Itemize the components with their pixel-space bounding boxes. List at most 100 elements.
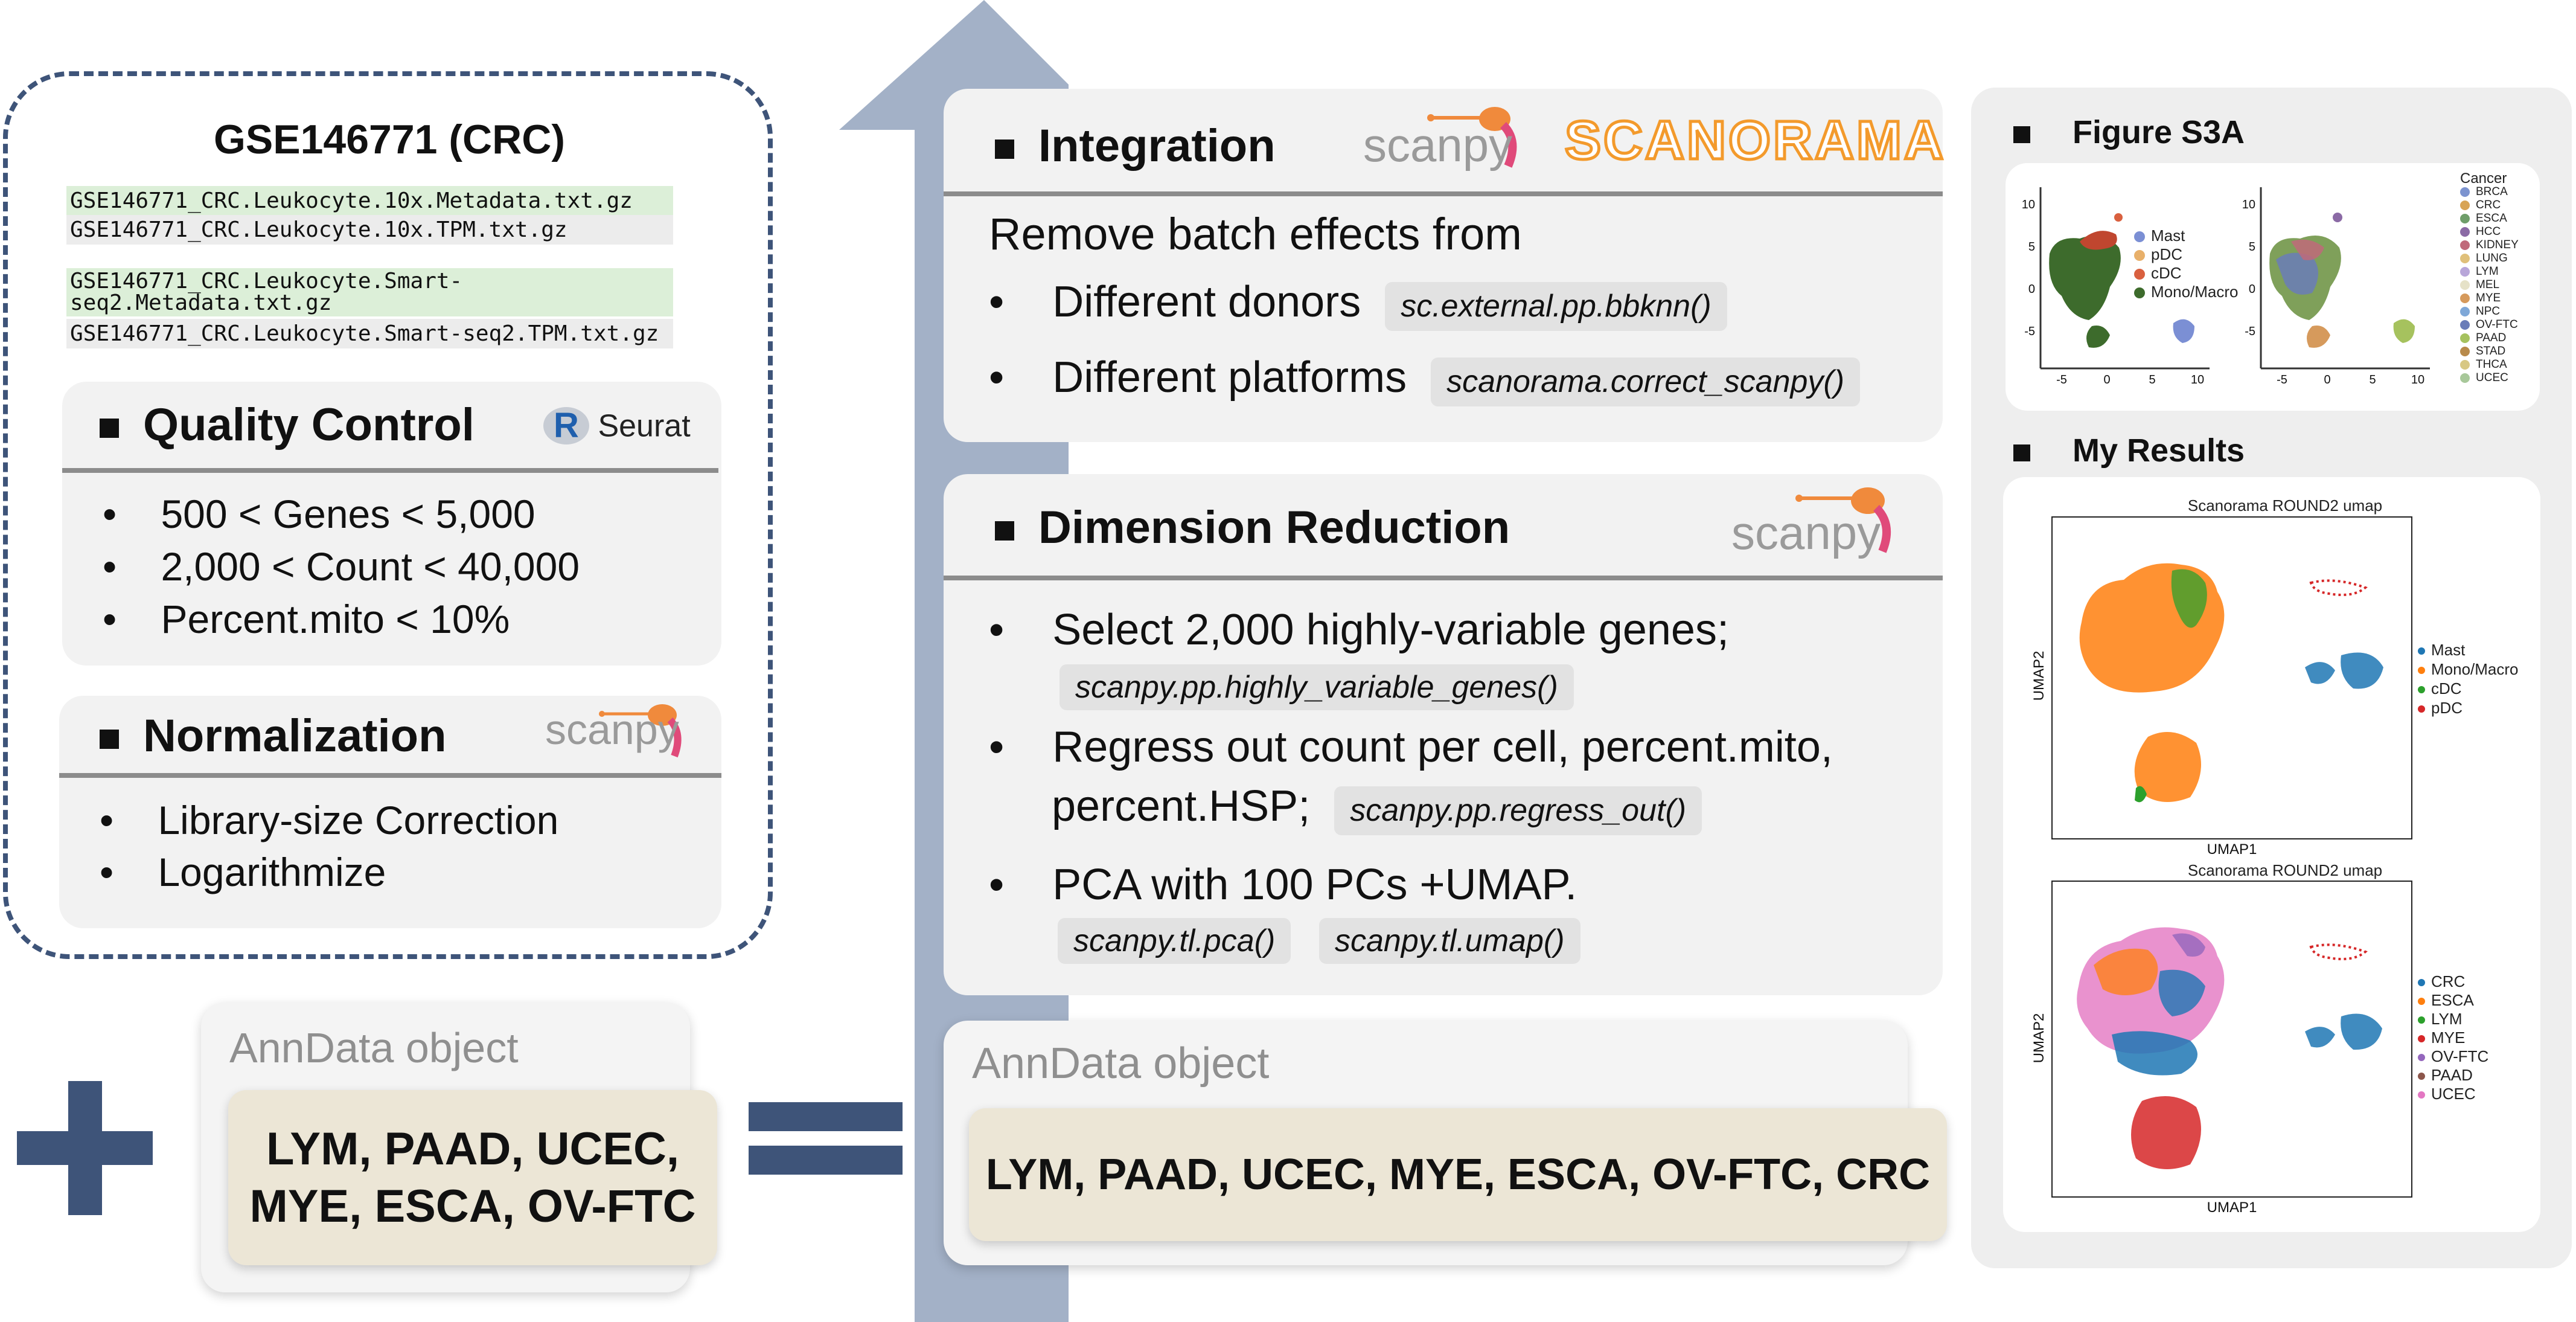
legend-entry: BRCA xyxy=(2460,185,2519,199)
legend-entry: cDC xyxy=(2134,264,2239,283)
tick-label: -5 xyxy=(2277,373,2287,387)
umap1-legend: Mast Mono/Macro cDC pDC xyxy=(2418,640,2519,717)
cluster-blob xyxy=(2131,1096,2201,1169)
legend-entry: Mono/Macro xyxy=(2418,659,2519,679)
tick-label: 0 xyxy=(2248,283,2255,296)
legend-swatch xyxy=(2134,269,2145,280)
anndata-datasets-line: LYM, PAAD, UCEC, xyxy=(266,1123,680,1175)
legend-swatch xyxy=(2418,667,2425,675)
code-snippet-wrap: scanpy.tl.pca() xyxy=(1058,918,1291,964)
legend-entry: LYM xyxy=(2418,1010,2488,1028)
scanpy-logo: scanpy xyxy=(1731,480,1906,565)
integration-item-text: Different donors xyxy=(1052,278,1361,326)
cluster-blob xyxy=(2049,236,2121,320)
anndata-datasets-line: MYE, ESCA, OV-FTC xyxy=(249,1181,696,1232)
legend-label: PAAD xyxy=(2476,332,2507,344)
legend-label: MYE xyxy=(2476,292,2501,304)
cluster-blob xyxy=(2134,732,2201,802)
legend-swatch xyxy=(2460,266,2470,277)
legend-label: KIDNEY xyxy=(2476,239,2519,251)
legend-label: pDC xyxy=(2151,245,2183,263)
qc-item: • Percent.mito < 10% xyxy=(103,597,510,641)
cluster-blob xyxy=(2307,326,2330,348)
legend-label: OV-FTC xyxy=(2476,318,2518,331)
cluster-blob xyxy=(2276,252,2318,295)
legend-entry: PAAD xyxy=(2418,1066,2488,1085)
legend-swatch xyxy=(2418,647,2425,655)
square-bullet-icon xyxy=(2013,444,2030,461)
legend-label: MEL xyxy=(2476,278,2500,291)
legend-swatch xyxy=(2134,231,2145,243)
cluster-blob xyxy=(2309,943,2368,960)
scanpy-logo-icon xyxy=(1795,487,1891,553)
legend-label: ESCA xyxy=(2431,991,2474,1009)
result-anndata-datasets-box: LYM, PAAD, UCEC, MYE, ESCA, OV-FTC, CRC xyxy=(969,1108,1947,1241)
tick-label: 5 xyxy=(2369,373,2376,387)
umap2-plot xyxy=(2051,881,2412,1198)
legend-label: PAAD xyxy=(2431,1066,2473,1084)
cluster-blob xyxy=(2173,319,2194,343)
my-results-title: My Results xyxy=(2073,432,2245,469)
legend-label: pDC xyxy=(2431,699,2463,717)
result-anndata-label: AnnData object xyxy=(972,1039,1270,1088)
figure-s3a-header: Figure S3A xyxy=(2013,114,2245,151)
cluster-blob xyxy=(2172,933,2205,957)
legend-entry: HCC xyxy=(2460,225,2519,239)
legend-entry: OV-FTC xyxy=(2460,318,2519,332)
dimred-item: • Select 2,000 highly-variable genes; xyxy=(989,606,1729,654)
cluster-blob xyxy=(2305,662,2335,684)
tick-label: 0 xyxy=(2028,283,2035,296)
legend-label: NPC xyxy=(2476,305,2501,318)
legend-entry: pDC xyxy=(2134,245,2239,264)
file-row: GSE146771_CRC.Leukocyte.10x.Metadata.txt… xyxy=(66,186,673,216)
legend-label: CRC xyxy=(2476,199,2501,211)
s3a-umap-cancer xyxy=(2260,187,2430,370)
cluster-blob xyxy=(2086,326,2110,348)
qc-item-text: 2,000 < Count < 40,000 xyxy=(161,544,580,589)
qc-item: • 2,000 < Count < 40,000 xyxy=(103,544,580,589)
legend-swatch xyxy=(2460,253,2470,263)
cluster-blob xyxy=(2171,569,2207,628)
code-snippet: scanpy.tl.pca() xyxy=(1058,918,1291,964)
norm-item: • Logarithmize xyxy=(100,850,386,894)
qc-item-text: Percent.mito < 10% xyxy=(161,597,510,641)
scanpy-logo-icon xyxy=(599,704,682,758)
cluster-blob xyxy=(2158,969,2205,1016)
scanpy-logo-icon xyxy=(1427,107,1517,168)
legend-swatch xyxy=(2460,346,2470,356)
cluster-blob xyxy=(2094,948,2158,995)
anndata-datasets-box: LYM, PAAD, UCEC, MYE, ESCA, OV-FTC xyxy=(228,1090,717,1265)
anndata-label: AnnData object xyxy=(229,1024,519,1071)
code-snippet: scanpy.pp.highly_variable_genes() xyxy=(1059,664,1574,710)
legend-entry: Mast xyxy=(2418,640,2519,659)
dimred-item-text: percent.HSP; xyxy=(1052,782,1311,830)
legend-swatch xyxy=(2460,306,2470,316)
norm-item: • Library-size Correction xyxy=(100,798,559,842)
legend-label: cDC xyxy=(2151,264,2182,282)
s3a-legend-celltype: Mast pDC cDC Mono/Macro xyxy=(2134,226,2239,301)
legend-entry: CRC xyxy=(2460,199,2519,212)
legend-swatch xyxy=(2134,287,2145,299)
legend-label: LYM xyxy=(2431,1010,2463,1028)
dimred-item-text: Regress out count per cell, percent.mito… xyxy=(1052,723,1833,771)
input-dataset-box xyxy=(3,71,773,959)
integration-intro: Remove batch effects from xyxy=(989,209,1522,259)
legend-swatch xyxy=(2418,1054,2425,1062)
legend-entry: Mono/Macro xyxy=(2134,283,2239,301)
square-bullet-icon xyxy=(995,521,1014,541)
scanpy-logo-text: scanpy xyxy=(545,706,679,753)
divider xyxy=(62,468,718,473)
legend-label: Mono/Macro xyxy=(2151,283,2239,301)
legend-entry: cDC xyxy=(2418,679,2519,698)
legend-label: UCEC xyxy=(2476,371,2508,384)
legend-label: THCA xyxy=(2476,358,2507,371)
dimred-item: • PCA with 100 PCs +UMAP. xyxy=(989,861,1577,909)
umap1-ylabel: UMAP2 xyxy=(2031,650,2047,701)
legend-label: Mast xyxy=(2151,226,2185,245)
code-snippet: scanorama.correct_scanpy() xyxy=(1431,358,1861,406)
legend-label: STAD xyxy=(2476,345,2506,358)
legend-label: Mast xyxy=(2431,641,2466,659)
file-row: GSE146771_CRC.Leukocyte.Smart-seq2.TPM.t… xyxy=(66,319,673,348)
legend-swatch xyxy=(2460,280,2470,290)
